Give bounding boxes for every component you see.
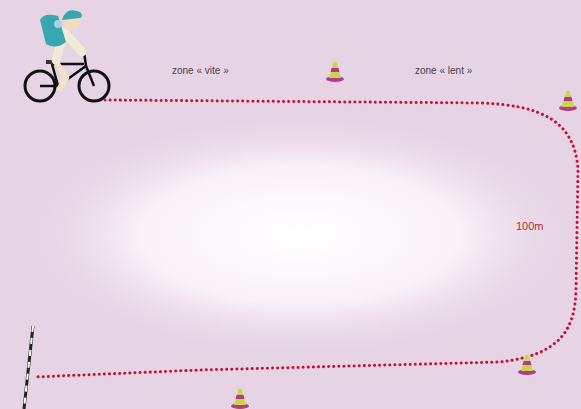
cone [231, 389, 249, 409]
cone [326, 62, 344, 82]
cone [518, 355, 536, 375]
start-line [24, 326, 33, 409]
zone-label: zone « lent » [415, 65, 472, 77]
zone-label: zone « vite » [172, 65, 229, 77]
distance-label: 100m [516, 220, 544, 233]
cone [559, 91, 577, 111]
course-path [35, 100, 578, 377]
cyclist [25, 10, 109, 101]
ground-glow [10, 110, 581, 360]
